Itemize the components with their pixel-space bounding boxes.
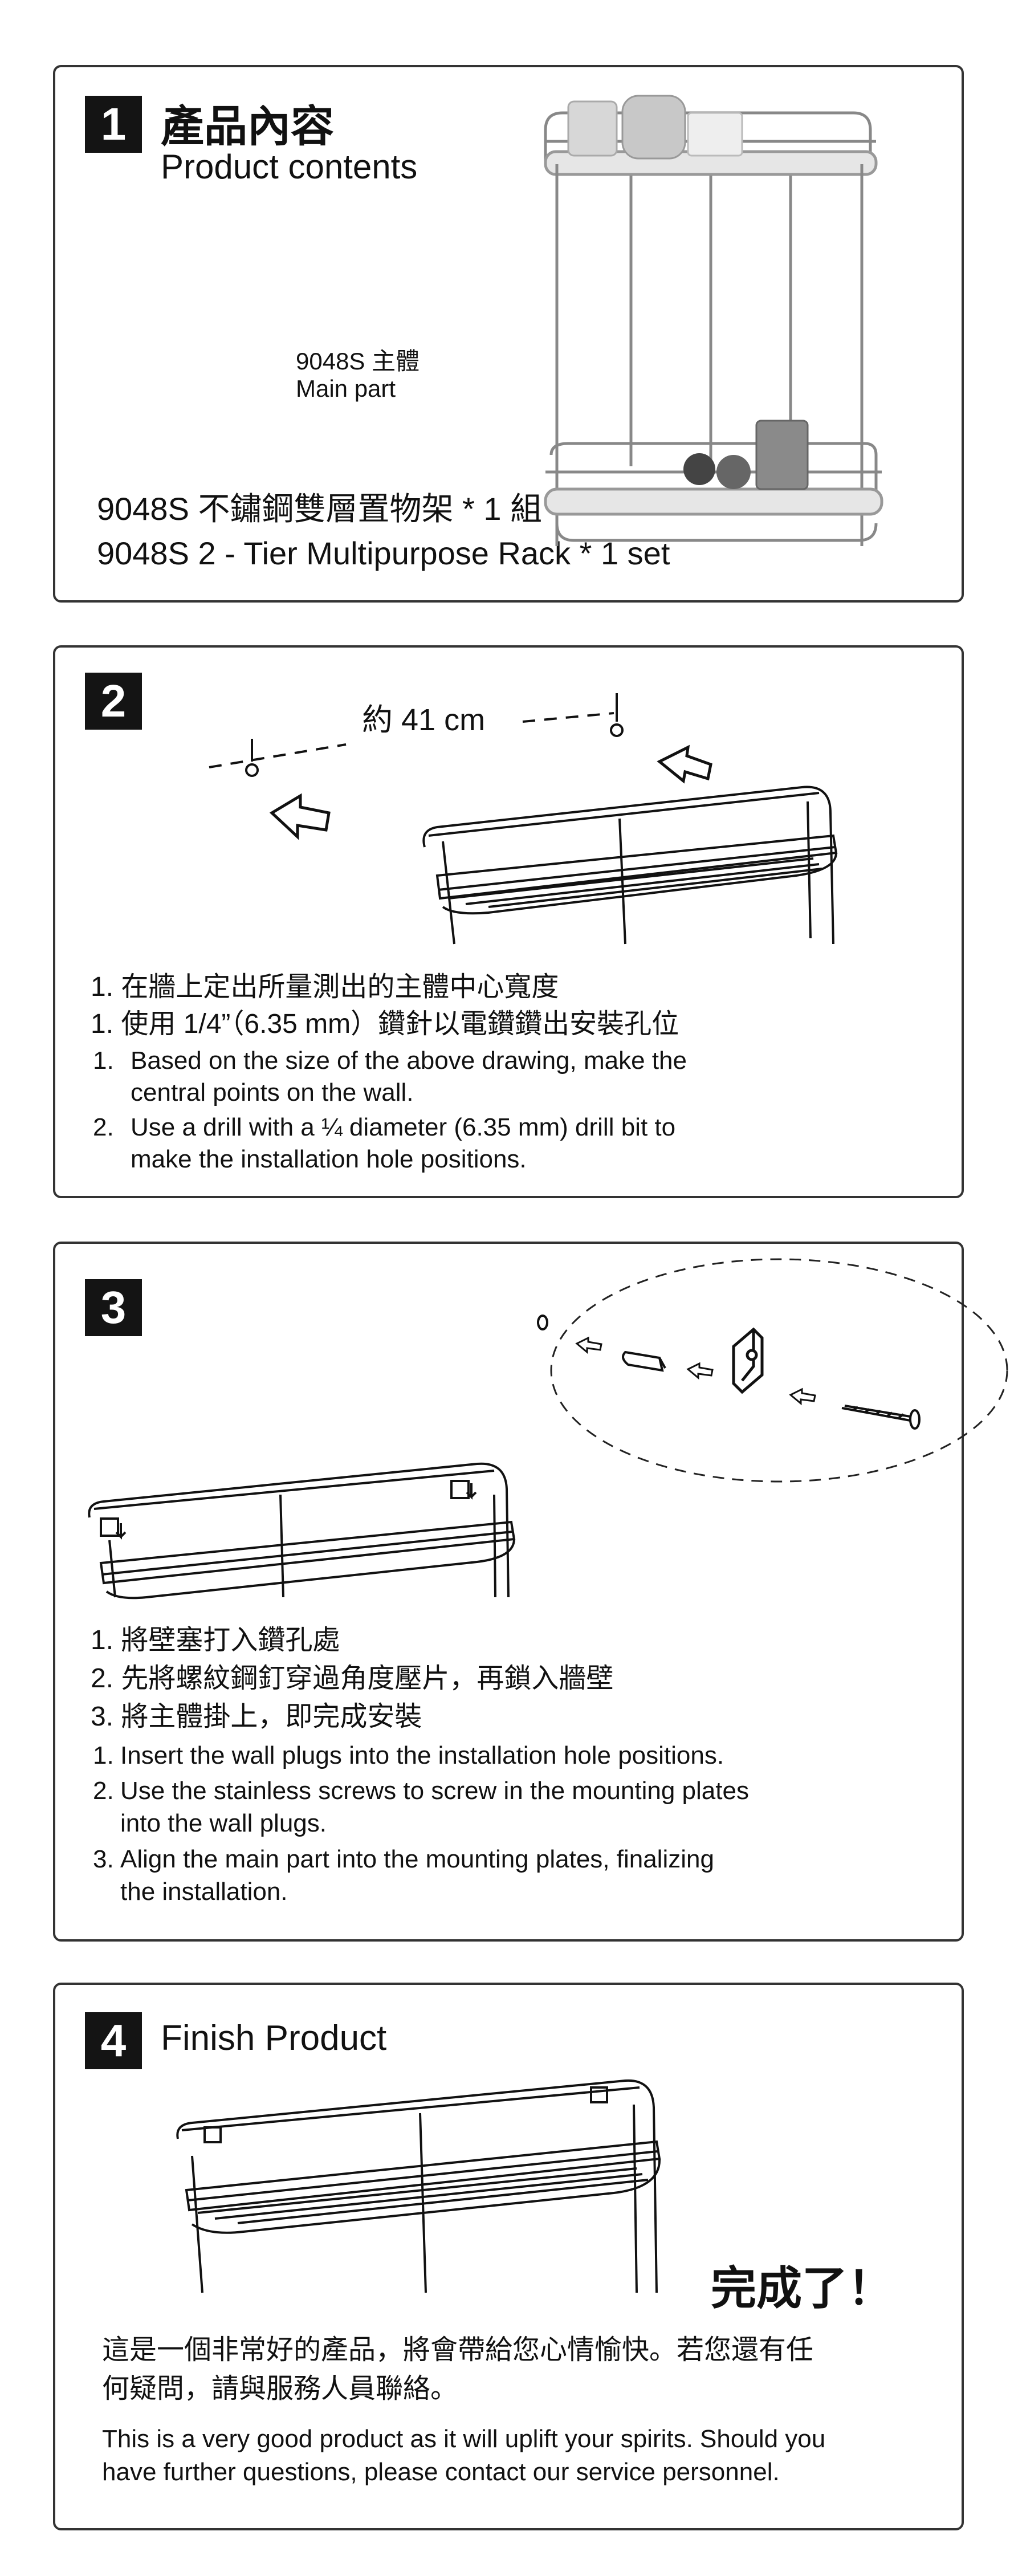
closing-en-1: This is a very good product as it will u… xyxy=(102,2425,826,2453)
arrow-right-icon xyxy=(657,744,712,784)
step3-en-2-num: 2. xyxy=(93,1777,114,1805)
step1-badge: 1 xyxy=(85,96,142,153)
step1-title-en: Product contents xyxy=(161,148,418,186)
step3-en-1-line1: Insert the wall plugs into the installat… xyxy=(120,1741,724,1769)
mounting-plate-icon xyxy=(732,1327,764,1394)
step4-badge: 4 xyxy=(85,2012,142,2069)
distance-label: 約 41 cm xyxy=(362,703,486,737)
screw-icon xyxy=(841,1405,921,1430)
step3-en-2-line1: Use the stainless screws to screw in the… xyxy=(120,1777,749,1805)
step3-panel: 3 xyxy=(53,1242,1008,1942)
step2-en-2-num: 2. xyxy=(93,1113,114,1141)
rack-illustration xyxy=(544,95,883,546)
step3-en-3-line1: Align the main part into the mounting pl… xyxy=(120,1845,714,1873)
step3-en-1-num: 1. xyxy=(93,1741,114,1769)
closing-zh-2: 何疑問，請與服務人員聯絡。 xyxy=(102,2374,458,2404)
step2-en-1-line1: Based on the size of the above drawing, … xyxy=(131,1047,687,1075)
part-name: Main part xyxy=(296,375,396,402)
step1-panel: 1 產品內容 Product contents 9048S 主體 Main pa… xyxy=(53,65,964,603)
wall-plug-icon xyxy=(622,1350,666,1372)
step2-en-1-num: 1. xyxy=(93,1047,114,1075)
closing-zh-1: 這是一個非常好的產品，將會帶給您心情愉快。若您還有任 xyxy=(102,2335,814,2365)
done-label: 完成了！ xyxy=(711,2262,893,2315)
step3-zh-2: 2. 先將螺紋鋼釘穿過角度壓片，再鎖入牆壁 xyxy=(91,1663,614,1694)
step3-en-3-line2: the installation. xyxy=(120,1878,288,1906)
arrow-left-icon xyxy=(269,793,331,840)
part-code: 9048S 主體 xyxy=(296,348,420,375)
step2-en-2-line2: make the installation hole positions. xyxy=(131,1145,527,1173)
step3-zh-1: 1. 將壁塞打入鑽孔處 xyxy=(91,1625,340,1655)
contents-line-zh: 9048S 不鏽鋼雙層置物架 * 1 組 xyxy=(97,491,543,527)
step2-panel: 2 約 41 cm xyxy=(53,645,964,1198)
step2-zh-1: 1. 在牆上定出所量測出的主體中心寬度 xyxy=(91,972,559,1002)
step2-en-1-line2: central points on the wall. xyxy=(131,1079,414,1106)
step4-title: Finish Product xyxy=(161,2019,387,2058)
step1-title-zh: 產品內容 xyxy=(161,101,334,152)
finished-rack-illustration xyxy=(176,2079,661,2293)
mounting-diagram xyxy=(88,1258,1008,1600)
wall-marking-diagram xyxy=(209,693,838,945)
step3-badge: 3 xyxy=(85,1279,142,1336)
step4-panel: 4 Finish Product 完成了！ 這是一個非常好的產品，將會帶給您心情… xyxy=(53,1983,964,2530)
step3-en-3-num: 3. xyxy=(93,1845,114,1873)
step2-en-2-line1: Use a drill with a ¼ diameter (6.35 mm) … xyxy=(131,1113,676,1141)
step2-badge: 2 xyxy=(85,673,142,730)
step3-zh-3: 3. 將主體掛上，即完成安裝 xyxy=(91,1702,422,1732)
step3-en-2-line2: into the wall plugs. xyxy=(120,1809,327,1837)
step2-zh-2: 1. 使用 1/4”（6.35 mm）鑽針以電鑽鑽出安裝孔位 xyxy=(91,1009,679,1039)
closing-en-2: have further questions, please contact o… xyxy=(102,2458,780,2486)
